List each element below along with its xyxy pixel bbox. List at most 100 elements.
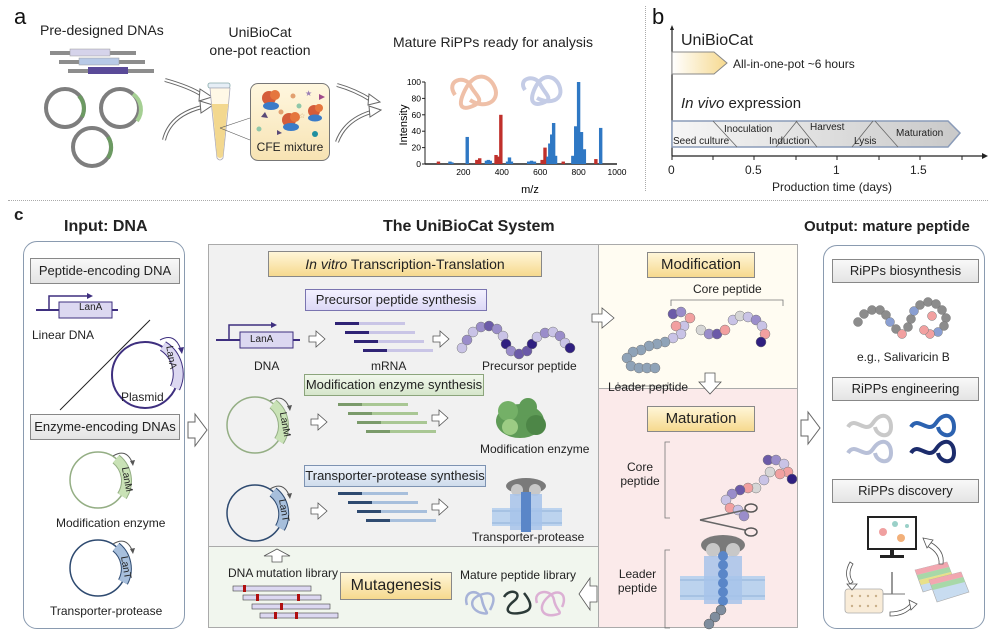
peptide-encoding-label: Peptide-encoding DNA <box>30 258 180 284</box>
core-peptide-label: Core peptide <box>693 282 762 296</box>
amino-acid-bead <box>867 305 877 315</box>
invivo-label-rest: expression <box>724 95 802 112</box>
amino-acid-bead <box>719 324 731 336</box>
dna-illustration <box>44 48 154 168</box>
spectrum-bar-red <box>499 114 503 164</box>
chart-ylabel: Intensity <box>398 104 410 145</box>
spectrum-bar-blue <box>484 160 489 164</box>
tick-1-5: 1.5 <box>910 163 927 177</box>
reaction-tube-icon <box>207 82 251 161</box>
spectrum-bar-blue <box>582 149 587 164</box>
arrow-to-maturation <box>698 372 722 395</box>
cycle-arrows <box>846 537 944 617</box>
chart-xlabel: m/z <box>521 184 539 196</box>
ripps-engineering-label: RiPPs engineering <box>832 377 979 401</box>
spectrum-bar-red <box>497 156 501 164</box>
monitor-icon <box>867 516 917 558</box>
spectrum-bar-blue <box>551 123 556 164</box>
amino-acid-bead <box>738 510 750 522</box>
spectrum-bar-blue <box>488 160 492 164</box>
mutagenesis-label: Mutagenesis <box>340 572 452 600</box>
ivtt-label: In vitro Transcription-Translation <box>268 251 542 277</box>
unibiocat-bar-text: All-in-one-pot ~6 hours <box>733 57 855 71</box>
amino-acid-bead <box>933 327 943 337</box>
divider-top <box>8 200 988 201</box>
spectrum-bar-blue <box>571 155 575 164</box>
core-peptide-mat-label: Core peptide <box>620 460 660 488</box>
spectrum-bar-blue <box>546 156 550 164</box>
modenz-caption: Modification enzyme <box>480 442 590 456</box>
spectrum-bar-red <box>436 161 441 164</box>
precursor-caption: Precursor peptide <box>482 359 577 373</box>
spectrum-bar-blue <box>450 162 454 164</box>
timeline-xlabel: Production time (days) <box>772 180 893 194</box>
leader-peptide-mat-label: Leader peptide <box>617 567 658 595</box>
linear-dna-2 <box>59 57 145 66</box>
spectrum-bar-red <box>543 147 547 164</box>
amino-acid-bead <box>915 300 925 310</box>
linear-gene-label: LanA <box>79 302 103 313</box>
input-title: Input: DNA <box>64 218 148 235</box>
spectrum-bar-red <box>540 159 544 164</box>
gel-plates-icon <box>914 561 970 603</box>
ripps-discovery-label: RiPPs discovery <box>832 479 979 503</box>
precursor-mrna <box>335 322 433 352</box>
amino-acid-bead <box>774 468 786 480</box>
amino-acid-bead <box>903 322 913 332</box>
transporter-membrane-icon <box>680 535 765 630</box>
reaction-title-line2: one-pot reaction <box>209 42 311 58</box>
output-title: Output: mature peptide <box>804 218 970 235</box>
amino-acid-bead <box>885 317 895 327</box>
trans-caption-system: Transporter-protease <box>472 530 585 544</box>
peptide-dna-illustration <box>36 293 184 411</box>
invivo-label-italic: In vivo <box>681 95 725 112</box>
leader-peptide-label: Leader peptide <box>608 380 689 394</box>
amino-acid-bead <box>461 334 473 346</box>
y-tick-label: 40 <box>412 126 422 136</box>
modification-peptide <box>617 299 784 387</box>
enzyme-encoding-label: Enzyme-encoding DNAs <box>30 414 180 440</box>
x-tick-label: 1000 <box>608 167 627 177</box>
y-tick-label: 100 <box>407 77 421 87</box>
panel-a-letter: a <box>14 4 27 29</box>
modenz-row-illustration <box>226 396 546 454</box>
amino-acid-bead <box>937 305 947 315</box>
amino-acid-bead <box>919 325 929 335</box>
tick-1: 1 <box>833 163 840 177</box>
modenz-synthesis-label: Modification enzyme synthesis <box>304 374 484 396</box>
trans-mrna <box>338 492 436 522</box>
spectrum-bar-blue <box>550 134 554 164</box>
modification-label: Modification <box>647 252 755 278</box>
amino-acid-bead <box>755 336 767 348</box>
y-tick-label: 20 <box>412 143 422 153</box>
arrow-maturation-to-mutagenesis <box>578 576 598 612</box>
stage-induction: Induction <box>769 136 810 147</box>
discovery-cycle-illustration <box>844 516 970 617</box>
ripps-biosynthesis-label: RiPPs biosynthesis <box>832 259 979 283</box>
maturation-label: Maturation <box>647 406 755 432</box>
svg-text:☆: ☆ <box>299 112 305 120</box>
panel-b-letter: b <box>652 4 665 29</box>
spectrum-bar-blue <box>448 161 452 164</box>
mutation-library-label: DNA mutation library <box>228 566 339 580</box>
y-tick-label: 0 <box>416 159 421 169</box>
amino-acid-bead <box>927 311 937 321</box>
spectrum-bar-blue <box>507 157 512 164</box>
linear-dna-caption: Linear DNA <box>32 328 95 342</box>
amino-acid-bead <box>939 321 949 331</box>
trans-synthesis-label: Transporter-protease synthesis <box>304 465 486 487</box>
stage-dividers <box>712 120 899 148</box>
transporter-protein-icon <box>492 478 562 532</box>
modification-enzyme-blob-icon <box>496 398 546 438</box>
x-tick-label: 400 <box>495 167 509 177</box>
y-tick-label: 80 <box>412 93 422 103</box>
arrows-to-spectrum <box>335 83 383 143</box>
amino-acid-bead <box>923 297 933 307</box>
amino-acid-bead <box>467 326 479 338</box>
amino-acid-bead <box>859 309 869 319</box>
salivaricin-example: e.g., Salivaricin B <box>857 350 950 364</box>
divider-ab <box>645 6 646 191</box>
analysis-title: Mature RiPPs ready for analysis <box>393 34 593 50</box>
mutation-library-dna <box>232 585 339 619</box>
panel-c-letter: c <box>14 205 24 224</box>
